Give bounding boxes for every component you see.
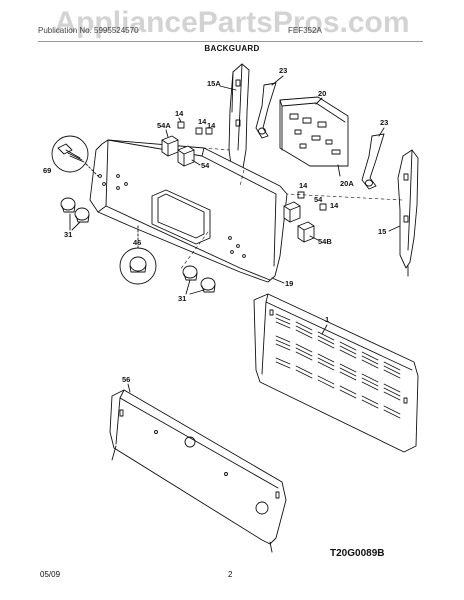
section-title: BACKGUARD xyxy=(204,44,260,53)
callout-14-a: 14 xyxy=(175,109,184,118)
callout-31-bottom: 31 xyxy=(178,294,186,303)
knobs-bottom-31: 31 xyxy=(178,265,216,303)
callout-19: 19 xyxy=(285,279,293,288)
backguard-panel-19: 19 xyxy=(89,139,293,288)
callout-1: 1 xyxy=(325,315,329,324)
callout-54a: 54A xyxy=(157,121,171,130)
diagram-code: T20G0089B xyxy=(330,548,385,559)
callout-20: 20 xyxy=(318,89,326,98)
callout-69: 69 xyxy=(43,166,51,175)
assembly-lines xyxy=(179,147,403,271)
control-board-20: 20 20A xyxy=(279,89,354,188)
callout-23-right: 23 xyxy=(380,118,388,127)
footer-page-number: 2 xyxy=(228,570,233,579)
callout-23-top: 23 xyxy=(279,66,287,75)
callout-15a: 15A xyxy=(207,79,221,88)
callout-14-b: 14 xyxy=(198,117,207,126)
bracket-23-right: 23 xyxy=(361,118,388,190)
rear-panel-1: 1 xyxy=(253,293,419,453)
publication-number: Publication No. 5995524570 xyxy=(38,26,139,35)
callout-54b: 54B xyxy=(318,237,332,246)
callout-46: 46 xyxy=(133,238,141,247)
callout-14-c: 14 xyxy=(207,121,216,130)
callout-31-left: 31 xyxy=(64,230,72,239)
bracket-23-top: 23 xyxy=(255,66,287,139)
model-number: FEF352A xyxy=(288,26,322,35)
switch-cluster-left: 14 14 14 54A 54 xyxy=(157,109,216,170)
callout-54-right: 54 xyxy=(314,195,323,204)
knobs-left-31: 31 xyxy=(60,197,90,239)
callout-56: 56 xyxy=(122,375,130,384)
lower-bracket-56: 56 xyxy=(109,375,287,553)
screw-69: 69 xyxy=(43,135,99,177)
knob-46: 46 xyxy=(119,225,157,285)
end-cap-right-15: 15 xyxy=(378,149,419,277)
switch-cluster-right: 14 54 14 54B xyxy=(283,181,339,246)
callout-15: 15 xyxy=(378,227,386,236)
callout-14-d: 14 xyxy=(299,181,308,190)
callout-20a: 20A xyxy=(340,179,354,188)
watermark-text: AppliancePartsPros.com xyxy=(54,6,410,39)
callout-54: 54 xyxy=(201,161,210,170)
callout-14-e: 14 xyxy=(330,201,339,210)
footer-date: 05/09 xyxy=(40,570,61,579)
header-rule xyxy=(38,41,423,42)
